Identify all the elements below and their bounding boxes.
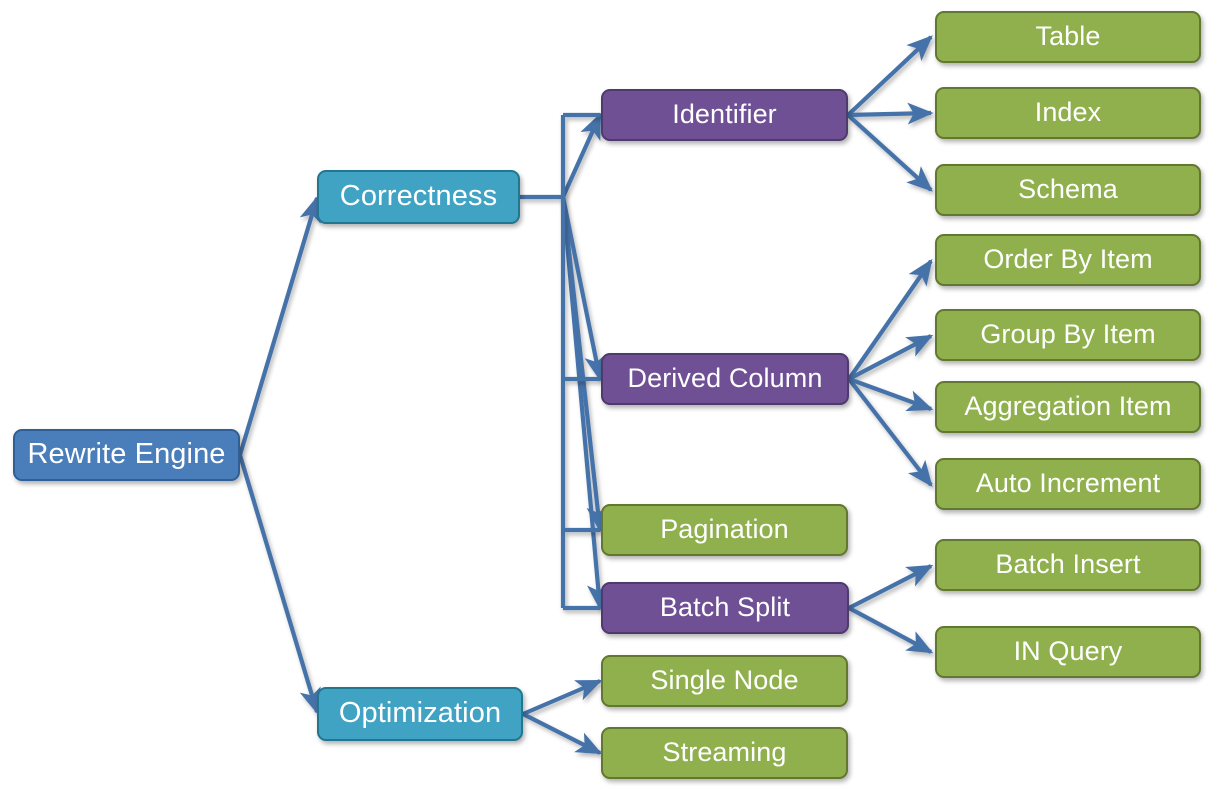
node-correctness-label: Correctness bbox=[339, 180, 498, 213]
edge-correctness-to-batch-split bbox=[560, 196, 609, 611]
node-order-by-item-label: Order By Item bbox=[983, 244, 1153, 275]
edge-correctness-to-pagination bbox=[560, 196, 609, 533]
node-single-node[interactable]: Single Node bbox=[601, 655, 848, 707]
edge-correctness-to-derived-column bbox=[560, 196, 607, 382]
node-correctness[interactable]: Correctness bbox=[317, 170, 520, 224]
node-streaming-label: Streaming bbox=[662, 737, 787, 768]
node-schema[interactable]: Schema bbox=[935, 164, 1201, 216]
node-auto-increment[interactable]: Auto Increment bbox=[935, 458, 1201, 510]
node-rewrite-engine-label: Rewrite Engine bbox=[27, 438, 226, 471]
edge-root-to-correctness bbox=[237, 195, 321, 456]
node-table[interactable]: Table bbox=[935, 11, 1201, 63]
node-batch-insert[interactable]: Batch Insert bbox=[935, 539, 1201, 591]
node-index-label: Index bbox=[1034, 97, 1102, 128]
node-auto-increment-label: Auto Increment bbox=[975, 468, 1161, 499]
edge-derived-column-to-aggregation-item bbox=[848, 377, 934, 412]
edge-correctness-to-identifier bbox=[561, 112, 602, 198]
node-batch-split[interactable]: Batch Split bbox=[601, 582, 849, 634]
node-identifier[interactable]: Identifier bbox=[601, 89, 848, 141]
edge-optimization-to-single-node bbox=[522, 679, 603, 716]
edge-identifier-to-schema bbox=[846, 113, 933, 192]
edge-identifier-to-table bbox=[846, 35, 933, 117]
node-derived-column[interactable]: Derived Column bbox=[601, 353, 849, 405]
node-pagination[interactable]: Pagination bbox=[601, 504, 848, 556]
node-aggregation-item-label: Aggregation Item bbox=[964, 391, 1172, 422]
node-index[interactable]: Index bbox=[935, 87, 1201, 139]
edge-identifier-to-index bbox=[847, 102, 934, 125]
node-in-query[interactable]: IN Query bbox=[935, 626, 1201, 678]
node-derived-column-label: Derived Column bbox=[627, 363, 823, 394]
node-schema-label: Schema bbox=[1018, 174, 1118, 205]
node-aggregation-item[interactable]: Aggregation Item bbox=[935, 381, 1201, 433]
edge-derived-column-to-order-by-item bbox=[847, 258, 933, 381]
node-rewrite-engine[interactable]: Rewrite Engine bbox=[13, 429, 240, 481]
node-single-node-label: Single Node bbox=[650, 665, 799, 696]
node-order-by-item[interactable]: Order By Item bbox=[935, 234, 1201, 286]
node-streaming[interactable]: Streaming bbox=[601, 727, 848, 779]
edge-optimization-to-streaming bbox=[522, 712, 603, 755]
node-identifier-label: Identifier bbox=[672, 99, 777, 130]
edge-derived-column-to-auto-increment bbox=[847, 377, 933, 487]
node-batch-split-label: Batch Split bbox=[659, 592, 791, 623]
node-optimization-label: Optimization bbox=[338, 697, 502, 730]
node-batch-insert-label: Batch Insert bbox=[995, 549, 1141, 580]
edge-root-to-optimization bbox=[237, 454, 321, 715]
edge-batch-split-to-batch-insert bbox=[848, 564, 934, 610]
node-pagination-label: Pagination bbox=[660, 514, 789, 545]
node-group-by-item[interactable]: Group By Item bbox=[935, 309, 1201, 361]
node-in-query-label: IN Query bbox=[1013, 636, 1123, 667]
node-group-by-item-label: Group By Item bbox=[980, 319, 1156, 350]
node-table-label: Table bbox=[1035, 21, 1101, 52]
edge-derived-column-to-group-by-item bbox=[848, 334, 934, 381]
edge-batch-split-to-in-query bbox=[848, 606, 934, 654]
edge-correctness-trunk bbox=[520, 112, 600, 611]
node-optimization[interactable]: Optimization bbox=[317, 687, 523, 741]
